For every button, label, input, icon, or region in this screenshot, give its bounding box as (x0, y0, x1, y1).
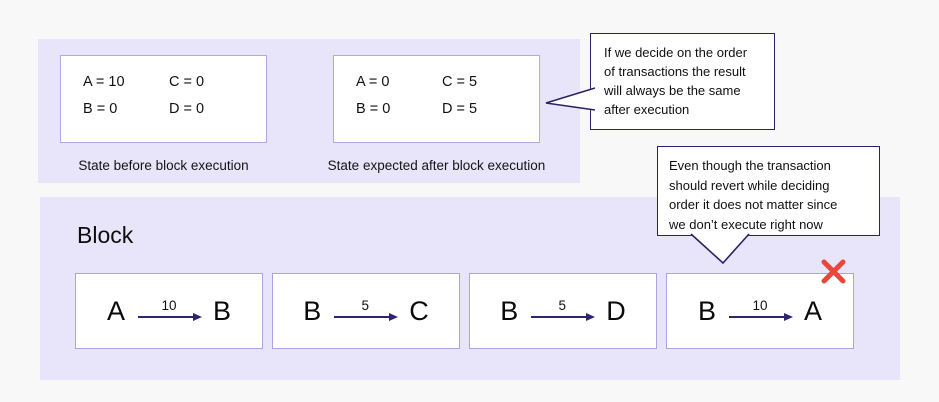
tx-from: B (500, 295, 519, 326)
transaction-box: B 5 C (272, 273, 460, 349)
state-value: D = 5 (442, 101, 478, 117)
tx-amount: 10 (161, 298, 177, 313)
tx-amount: 5 (558, 298, 566, 313)
state-after-caption: State expected after block execution (327, 158, 546, 173)
tx-to: C (409, 295, 429, 326)
tx-from: B (303, 295, 322, 326)
tx-to: D (606, 295, 626, 326)
state-value: C = 0 (169, 74, 205, 90)
state-value: B = 0 (83, 101, 118, 117)
callout-line: of transactions the result (604, 64, 746, 79)
block-title: Block (77, 222, 134, 248)
state-value: B = 0 (356, 101, 391, 117)
callout-line: we don’t execute right now (669, 216, 823, 232)
tx-amount: 10 (752, 298, 768, 313)
tx-arrow: 5 (334, 298, 399, 321)
state-value: A = 0 (356, 74, 390, 90)
state-value: C = 5 (442, 74, 478, 90)
state-value: D = 0 (169, 101, 205, 117)
tx-from: B (697, 295, 716, 326)
callout-tail-down (690, 233, 750, 265)
callout-tail-left (545, 87, 596, 111)
tx-to: B (213, 295, 232, 326)
arrow-right-icon (729, 313, 793, 321)
state-after-card: A = 0 C = 5 B = 0 D = 5 (333, 55, 540, 143)
reject-x-icon (821, 259, 846, 284)
arrow-right-icon (334, 313, 399, 321)
arrow-right-icon (531, 313, 596, 321)
tx-amount: 5 (361, 298, 369, 313)
tx-arrow: 10 (729, 298, 793, 321)
transaction-box-rejected: B 10 A (666, 273, 854, 349)
callout-line: If we decide on the order (604, 45, 748, 60)
callout-line: order it does not matter since (669, 197, 838, 212)
transaction-box: A 10 B (75, 273, 263, 349)
tx-to: A (804, 295, 823, 326)
tx-from: A (106, 295, 125, 326)
callout-line: after execution (604, 102, 690, 117)
state-before-card: A = 10 C = 0 B = 0 D = 0 (60, 55, 267, 143)
state-before-caption: State before block execution (78, 158, 249, 173)
state-value: A = 10 (83, 74, 125, 90)
callout-order-result: If we decide on the order of transaction… (590, 33, 775, 130)
callout-line: will always be the same (604, 83, 741, 98)
tx-arrow: 5 (531, 298, 596, 321)
callout-line: Even though the transaction (669, 158, 831, 173)
transaction-box: B 5 D (469, 273, 657, 349)
callout-revert-note: Even though the transaction should rever… (657, 146, 880, 236)
callout-line: should revert while deciding (669, 177, 830, 193)
arrow-right-icon (138, 313, 202, 321)
tx-arrow: 10 (138, 298, 202, 321)
